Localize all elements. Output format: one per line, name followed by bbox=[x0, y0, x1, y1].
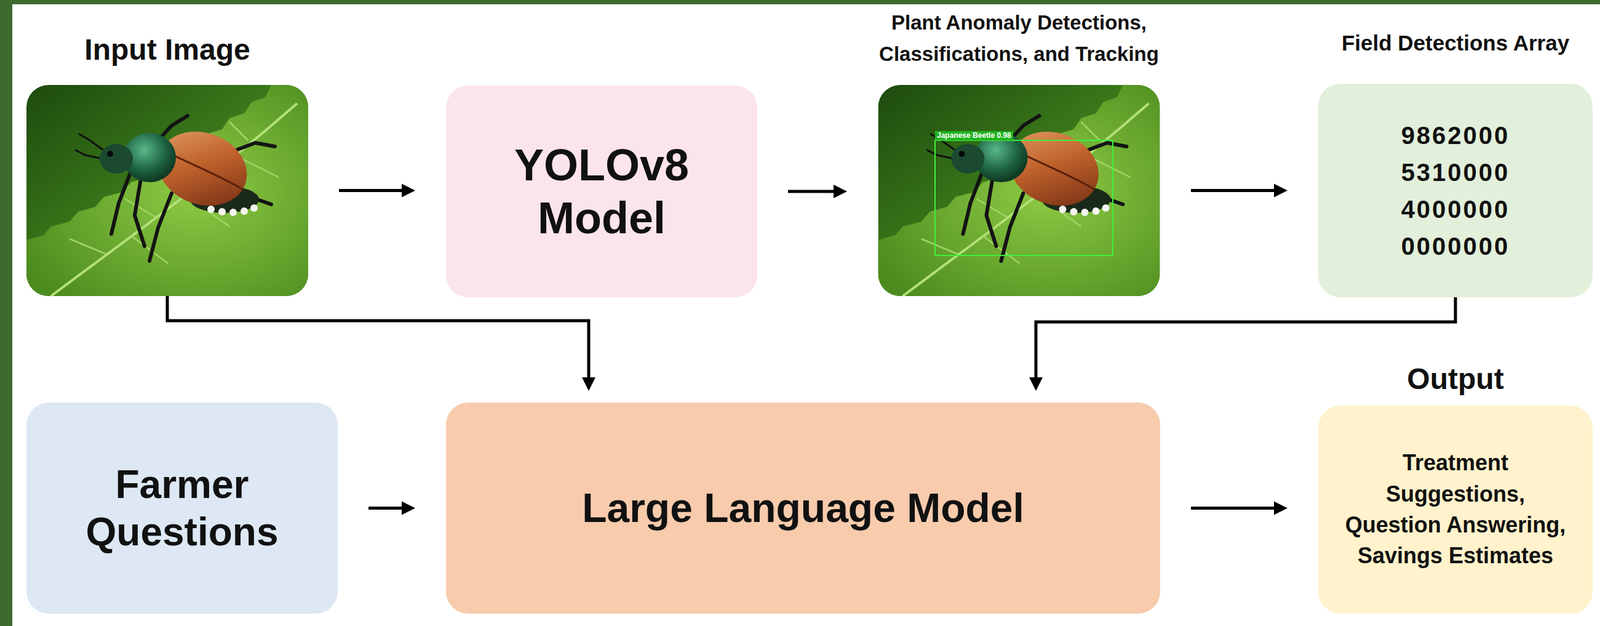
input-box: Farmer Questions bbox=[26, 402, 338, 614]
output-box: Treatment Suggestions, Question Answerin… bbox=[1318, 405, 1593, 614]
frame-strip bbox=[0, 0, 13, 626]
arrow-head bbox=[401, 501, 416, 515]
connector-line bbox=[167, 295, 589, 383]
arrow-head bbox=[581, 377, 596, 391]
arrow-head bbox=[401, 183, 416, 198]
node-text: Treatment Suggestions, Question Answerin… bbox=[1335, 447, 1576, 572]
arrow-head bbox=[833, 184, 848, 199]
arrow-head bbox=[1273, 501, 1288, 515]
detection-label: Japanese Beetle 0.98 bbox=[935, 131, 1014, 141]
frame-strip bbox=[0, 0, 1600, 5]
flow-arrow bbox=[1190, 183, 1288, 198]
image-box: Plant Anomaly Detections, Classification… bbox=[877, 84, 1161, 296]
node-content: Farmer Questions bbox=[26, 460, 338, 556]
connector-line bbox=[1035, 297, 1456, 383]
node-content: Large Language Model bbox=[581, 483, 1025, 533]
image-box: Input Image bbox=[26, 84, 309, 296]
model-box: Large Language Model bbox=[445, 402, 1161, 614]
flow-arrow bbox=[1190, 501, 1288, 515]
flow-arrow bbox=[788, 184, 848, 199]
flow-arrow bbox=[1029, 297, 1456, 391]
array-box: 9862000 5310000 4000000 0000000Field Det… bbox=[1318, 83, 1593, 298]
model-box: YOLOv8 Model bbox=[445, 85, 758, 298]
detection-photo bbox=[878, 84, 1161, 296]
node-content: 9862000 5310000 4000000 0000000 bbox=[1401, 116, 1511, 265]
node-text: Farmer Questions bbox=[26, 460, 338, 556]
flow-arrow bbox=[167, 295, 596, 391]
node-heading: Plant Anomaly Detections, Classification… bbox=[834, 6, 1204, 70]
node-heading: Output bbox=[1313, 361, 1597, 397]
node-text: Large Language Model bbox=[581, 483, 1025, 533]
node-heading: Input Image bbox=[1, 31, 334, 68]
connector-line bbox=[1190, 506, 1279, 510]
node-content: Treatment Suggestions, Question Answerin… bbox=[1335, 447, 1576, 572]
connector-line bbox=[1190, 188, 1279, 192]
node-heading: Field Detections Array bbox=[1313, 30, 1597, 56]
connector-line bbox=[368, 506, 407, 510]
connector-line bbox=[788, 190, 839, 194]
input-photo bbox=[26, 84, 309, 296]
flow-arrow bbox=[368, 501, 416, 515]
arrow-head bbox=[1273, 183, 1288, 198]
node-text: 9862000 5310000 4000000 0000000 bbox=[1401, 116, 1511, 265]
bounding-box bbox=[935, 140, 1113, 256]
arrow-head bbox=[1029, 377, 1043, 391]
node-text: YOLOv8 Model bbox=[445, 138, 758, 245]
node-content: YOLOv8 Model bbox=[445, 138, 758, 245]
connector-line bbox=[338, 188, 407, 192]
flow-arrow bbox=[338, 183, 416, 198]
